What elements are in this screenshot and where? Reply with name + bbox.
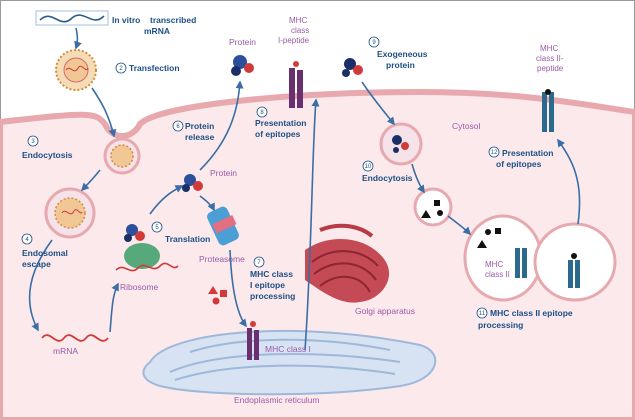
step-2-marker: 2 xyxy=(115,62,127,74)
label-transcribed: transcribed xyxy=(150,15,196,25)
mhc-class-ii-surface xyxy=(542,89,554,132)
label-mrna-top: mRNA xyxy=(144,26,170,36)
endoplasmic-reticulum xyxy=(142,329,437,396)
label-escape: escape xyxy=(22,259,51,269)
mrna-strand-cytosol xyxy=(41,334,109,342)
step-markers: 2 3 4 5 6 7 8 9 10 11 12 xyxy=(21,36,500,319)
label-endocytosis-2: Endocytosis xyxy=(362,173,413,183)
label-mhc1-top-2: class xyxy=(291,26,309,35)
label-cytosol: Cytosol xyxy=(452,121,480,131)
label-presentation-1-2: of epitopes xyxy=(255,129,301,139)
svg-text:8: 8 xyxy=(260,110,264,116)
label-mrna-bottom: mRNA xyxy=(53,346,78,356)
label-ribosome: Ribosome xyxy=(120,282,159,292)
label-protein-top: Protein xyxy=(229,37,256,47)
peptide-vesicle xyxy=(413,187,453,227)
label-er: Endoplasmic reticulum xyxy=(234,395,320,405)
svg-text:3: 3 xyxy=(31,139,35,145)
label-mhc2-in-1: MHC xyxy=(485,260,503,269)
mhc-class-i-er xyxy=(247,321,259,360)
endosome xyxy=(44,187,96,239)
label-mhc1-processing-2: I epitope xyxy=(250,280,285,290)
protein-icon-exogeneous xyxy=(342,58,363,77)
endocytosis-vesicle xyxy=(103,137,141,175)
mrna-strand-top xyxy=(35,10,109,26)
protein-icon-top xyxy=(231,55,254,76)
label-proteasome: Proteasome xyxy=(199,254,245,264)
ribosome xyxy=(115,243,179,272)
label-in-vitro: In vitro xyxy=(112,15,140,25)
step-5-marker: 5 xyxy=(151,221,163,233)
svg-text:12: 12 xyxy=(491,150,498,156)
svg-text:5: 5 xyxy=(155,225,159,231)
step-10-marker: 10 xyxy=(362,160,374,172)
labels: In vitro transcribed mRNA Transfection E… xyxy=(22,15,573,405)
label-exogeneous-1: Exogeneous xyxy=(377,49,428,59)
label-mhc1-processing-1: MHC class xyxy=(250,269,293,279)
svg-text:7: 7 xyxy=(257,260,261,266)
step-7-marker: 7 xyxy=(253,256,265,268)
label-protein-release-1: Protein xyxy=(185,121,214,131)
exogeneous-endosome xyxy=(379,122,423,166)
mhc-class-ii-internal xyxy=(515,248,580,288)
label-protein-mid: Protein xyxy=(210,168,237,178)
step-3-marker: 3 xyxy=(27,135,39,147)
label-mhc-class-i: MHC class I xyxy=(265,344,311,354)
svg-text:9: 9 xyxy=(372,40,376,46)
svg-text:6: 6 xyxy=(176,124,180,130)
label-translation: Translation xyxy=(165,234,210,244)
label-protein-release-2: release xyxy=(185,132,215,142)
label-mhc2-top-1: MHC xyxy=(540,44,558,53)
mhc-class-ii-compartment xyxy=(463,214,617,302)
svg-text:11: 11 xyxy=(479,311,486,317)
svg-text:4: 4 xyxy=(25,237,29,243)
label-mhc1-top-1: MHC xyxy=(289,16,307,25)
step-8-marker: 8 xyxy=(256,106,268,118)
step-6-marker: 6 xyxy=(172,120,184,132)
step-11-marker: 11 xyxy=(476,307,488,319)
step-12-marker: 12 xyxy=(488,146,500,158)
step-4-marker: 4 xyxy=(21,233,33,245)
label-endosomal: Endosomal xyxy=(22,248,68,258)
label-endocytosis-1: Endocytosis xyxy=(22,150,73,160)
label-exogeneous-2: protein xyxy=(386,60,415,70)
protein-icon-translation xyxy=(124,224,145,242)
proteasome xyxy=(207,206,239,246)
label-golgi: Golgi apparatus xyxy=(355,306,415,316)
label-mhc1-processing-3: processing xyxy=(250,291,295,301)
label-mhc2-top-3: peptide xyxy=(537,64,564,73)
lipid-nanoparticle xyxy=(55,49,97,91)
step-9-marker: 9 xyxy=(368,36,380,48)
svg-text:10: 10 xyxy=(365,164,372,170)
protein-icon-mid xyxy=(182,174,203,192)
label-presentation-2-2: of epitopes xyxy=(496,159,542,169)
label-transfection: Transfection xyxy=(129,63,180,73)
label-mhc1-top-3: I-peptide xyxy=(278,36,310,45)
label-mhc2-processing-2: processing xyxy=(478,320,523,330)
label-mhc2-in-2: class II xyxy=(485,270,510,279)
svg-text:2: 2 xyxy=(119,66,123,72)
pathway-arrows xyxy=(28,27,581,351)
golgi-apparatus xyxy=(305,223,390,303)
label-presentation-1-1: Presentation xyxy=(255,118,307,128)
label-mhc2-top-2: class II- xyxy=(536,54,564,63)
peptide-fragments xyxy=(208,286,227,305)
label-presentation-2-1: Presentation xyxy=(502,148,554,158)
label-mhc2-processing-1: MHC class II epitope xyxy=(490,308,573,318)
mhc-class-i-surface xyxy=(289,61,303,108)
